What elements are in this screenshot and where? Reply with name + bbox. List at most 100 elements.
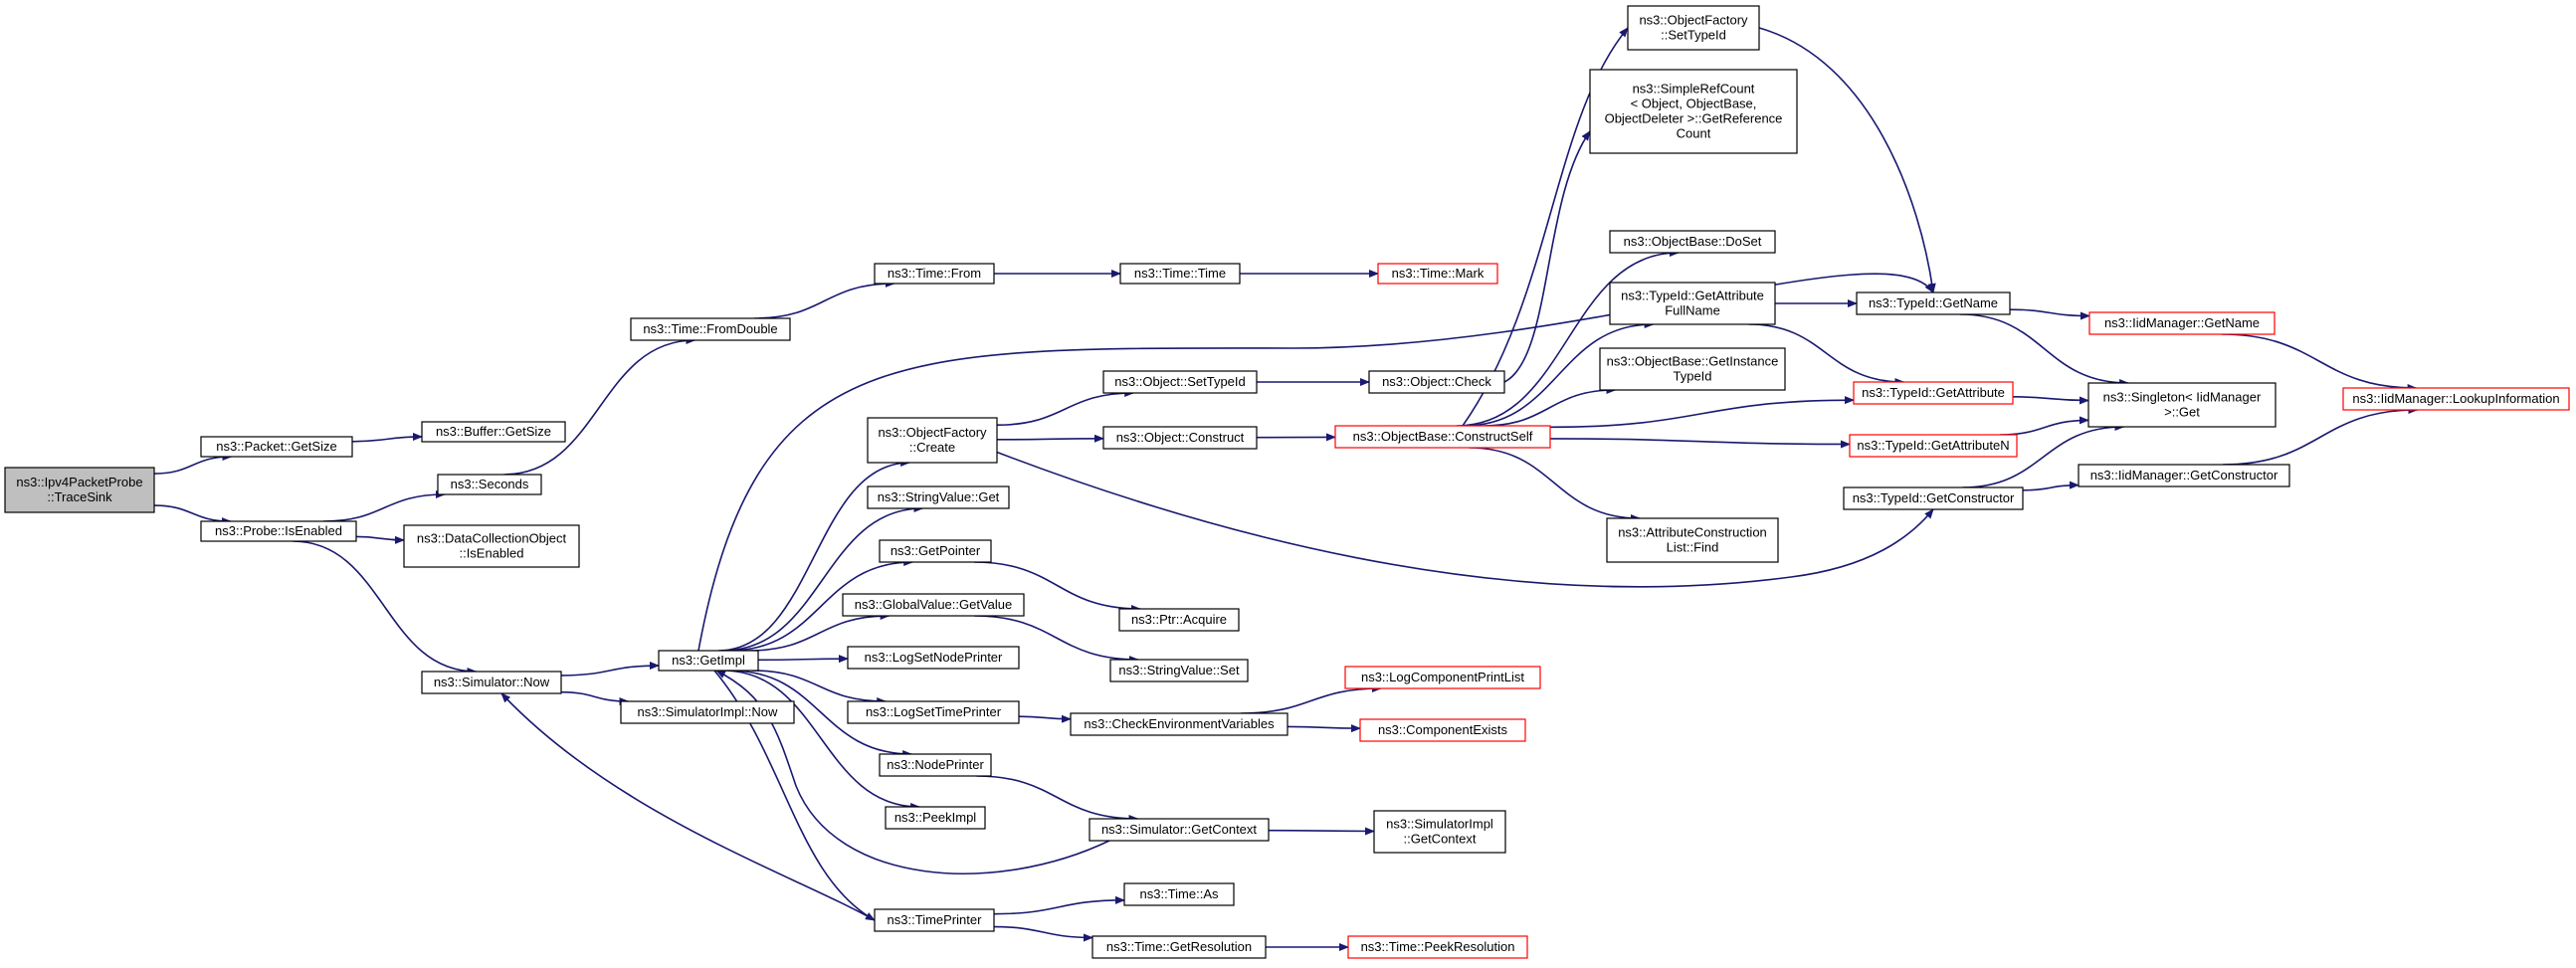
node-iid-getname[interactable]: ns3::IidManager::GetName: [2088, 311, 2276, 335]
edge-obj_check-to-simplerefcount: [1503, 130, 1591, 383]
node-nodeprinter[interactable]: ns3::NodePrinter: [879, 753, 992, 777]
node-logsettimeprinter[interactable]: ns3::LogSetTimePrinter: [847, 700, 1020, 724]
node-label: ns3::IidManager::GetName: [2104, 315, 2260, 330]
node-label: ns3::Time::GetResolution: [1106, 939, 1252, 954]
node-logsetnodeprinter[interactable]: ns3::LogSetNodePrinter: [847, 646, 1020, 670]
node-timeprinter[interactable]: ns3::TimePrinter: [874, 908, 995, 932]
edge-of_settypeid-to-tid_getname: [1758, 27, 1936, 293]
node-stringvalue-set[interactable]: ns3::StringValue::Set: [1109, 659, 1249, 682]
node-label: ns3::Simulator::GetContext: [1101, 822, 1257, 837]
node-box: [885, 806, 986, 830]
node-box: [421, 421, 566, 443]
node-box: [1606, 517, 1779, 563]
node-tid-getattributen[interactable]: ns3::TypeId::GetAttributeN: [1849, 434, 2018, 458]
node-ptr-acquire[interactable]: ns3::Ptr::Acquire: [1118, 608, 1240, 632]
node-probe-isenabled[interactable]: ns3::Probe::IsEnabled: [200, 520, 357, 542]
node-label: ns3::Time::Mark: [1392, 266, 1485, 281]
node-box: [1609, 230, 1776, 254]
node-label: ns3::TypeId::GetAttribute: [1621, 289, 1764, 303]
node-iid-getconstructor[interactable]: ns3::IidManager::GetConstructor: [2078, 464, 2290, 487]
node-box: [1344, 666, 1541, 689]
edge-tid_getname-to-singleton_get: [1959, 313, 2130, 387]
node-label: List::Find: [1667, 540, 1719, 555]
node-time-fromdouble[interactable]: ns3::Time::FromDouble: [630, 317, 791, 341]
node-label: ns3::Object::Check: [1382, 374, 1491, 389]
node-obj-check[interactable]: ns3::Object::Check: [1368, 370, 1505, 394]
edge-getimpl-to-tid_getname: [697, 273, 1934, 652]
node-box: [2342, 387, 2570, 411]
node-ob-constructself[interactable]: ns3::ObjectBase::ConstructSelf: [1334, 425, 1551, 449]
node-label: ns3::Time::From: [888, 266, 981, 281]
node-box: [1089, 818, 1270, 842]
node-label: ns3::Buffer::GetSize: [436, 424, 551, 439]
node-simplerefcount[interactable]: ns3::SimpleRefCount< Object, ObjectBase,…: [1589, 69, 1798, 154]
node-label: ns3::GetImpl: [672, 653, 745, 668]
node-label: ns3::SimulatorImpl::Now: [638, 704, 778, 719]
node-box: [1102, 426, 1258, 450]
edge-tracesink-to-probe_isenabled: [153, 504, 232, 525]
node-seconds[interactable]: ns3::Seconds: [437, 474, 542, 495]
node-ob-doset[interactable]: ns3::ObjectBase::DoSet: [1609, 230, 1776, 254]
node-getimpl[interactable]: ns3::GetImpl: [658, 650, 759, 672]
node-box: [1589, 69, 1798, 154]
edge-tid_getname-to-iid_getname: [2009, 308, 2090, 320]
edge-tid_getconstructor-to-singleton_get: [1962, 423, 2125, 488]
node-obj-construct[interactable]: ns3::Object::Construct: [1102, 426, 1258, 450]
node-box: [1347, 935, 1528, 959]
edge-iid_getname-to-iid_lookupinfo: [2221, 333, 2418, 392]
node-box: [421, 671, 562, 694]
node-of-settypeid[interactable]: ns3::ObjectFactory::SetTypeId: [1627, 5, 1760, 51]
node-label: ns3::DataCollectionObject: [417, 531, 567, 546]
node-componentexists[interactable]: ns3::ComponentExists: [1359, 718, 1526, 742]
node-tid-getconstructor[interactable]: ns3::TypeId::GetConstructor: [1843, 486, 2024, 510]
node-label: TypeId: [1673, 369, 1711, 384]
node-singleton-get[interactable]: ns3::Singleton< IidManager>::Get: [2087, 382, 2277, 428]
node-time-from[interactable]: ns3::Time::From: [874, 263, 995, 285]
node-box: [847, 700, 1020, 724]
node-sim-getcontext[interactable]: ns3::Simulator::GetContext: [1089, 818, 1270, 842]
node-label: FullName: [1665, 303, 1720, 318]
node-stringvalue-get[interactable]: ns3::StringValue::Get: [867, 485, 1010, 509]
node-label: ns3::StringValue::Set: [1118, 663, 1240, 678]
node-packet-getsize[interactable]: ns3::Packet::GetSize: [200, 436, 353, 458]
node-box: [1070, 712, 1288, 736]
node-simimpl-now[interactable]: ns3::SimulatorImpl::Now: [620, 700, 795, 724]
node-label: ns3::Time::PeekResolution: [1361, 939, 1515, 954]
node-label: ns3::ObjectBase::GetInstance: [1607, 354, 1779, 369]
node-peekimpl[interactable]: ns3::PeekImpl: [885, 806, 986, 830]
node-buffer-getsize[interactable]: ns3::Buffer::GetSize: [421, 421, 566, 443]
edge-probe_isenabled-to-seconds: [323, 490, 446, 522]
node-label: ns3::Probe::IsEnabled: [215, 523, 342, 538]
edge-getimpl-to-peekimpl: [722, 670, 921, 811]
node-time-time[interactable]: ns3::Time::Time: [1119, 263, 1241, 285]
node-sim-now[interactable]: ns3::Simulator::Now: [421, 671, 562, 694]
node-label: ns3::Object::Construct: [1116, 430, 1245, 445]
node-iid-lookupinfo[interactable]: ns3::IidManager::LookupInformation: [2342, 387, 2570, 411]
node-tid-getattribute[interactable]: ns3::TypeId::GetAttribute: [1853, 381, 2014, 405]
node-box: [658, 650, 759, 672]
node-obj-settypeid[interactable]: ns3::Object::SetTypeId: [1102, 370, 1258, 394]
node-dco-isenabled[interactable]: ns3::DataCollectionObject::IsEnabled: [403, 524, 580, 568]
node-gv-getvalue[interactable]: ns3::GlobalValue::GetValue: [842, 593, 1025, 617]
edge-probe_isenabled-to-sim_now: [293, 540, 478, 676]
node-time-getres[interactable]: ns3::Time::GetResolution: [1091, 935, 1267, 959]
node-logcompprintlist[interactable]: ns3::LogComponentPrintList: [1344, 666, 1541, 689]
edge-probe_isenabled-to-dco_isenabled: [355, 535, 405, 544]
node-label: ns3::Packet::GetSize: [216, 439, 336, 454]
node-of-create[interactable]: ns3::ObjectFactory::Create: [867, 417, 998, 464]
node-checkenv[interactable]: ns3::CheckEnvironmentVariables: [1070, 712, 1288, 736]
node-tid-getname[interactable]: ns3::TypeId::GetName: [1856, 291, 2011, 315]
node-label: ::Create: [909, 440, 955, 455]
node-label: ns3::LogSetNodePrinter: [865, 650, 1003, 665]
node-time-mark[interactable]: ns3::Time::Mark: [1377, 263, 1498, 285]
edge-sim_now-to-simimpl_now: [560, 690, 630, 705]
node-simimpl-getcontext[interactable]: ns3::SimulatorImpl::GetContext: [1373, 810, 1506, 854]
node-tracesink[interactable]: ns3::Ipv4PacketProbe::TraceSink: [4, 467, 155, 513]
node-time-peekres[interactable]: ns3::Time::PeekResolution: [1347, 935, 1528, 959]
node-time-as[interactable]: ns3::Time::As: [1123, 882, 1235, 906]
node-getpointer[interactable]: ns3::GetPointer: [879, 539, 992, 563]
edge-ob_constructself-to-tid_getattribute: [1549, 396, 1855, 429]
